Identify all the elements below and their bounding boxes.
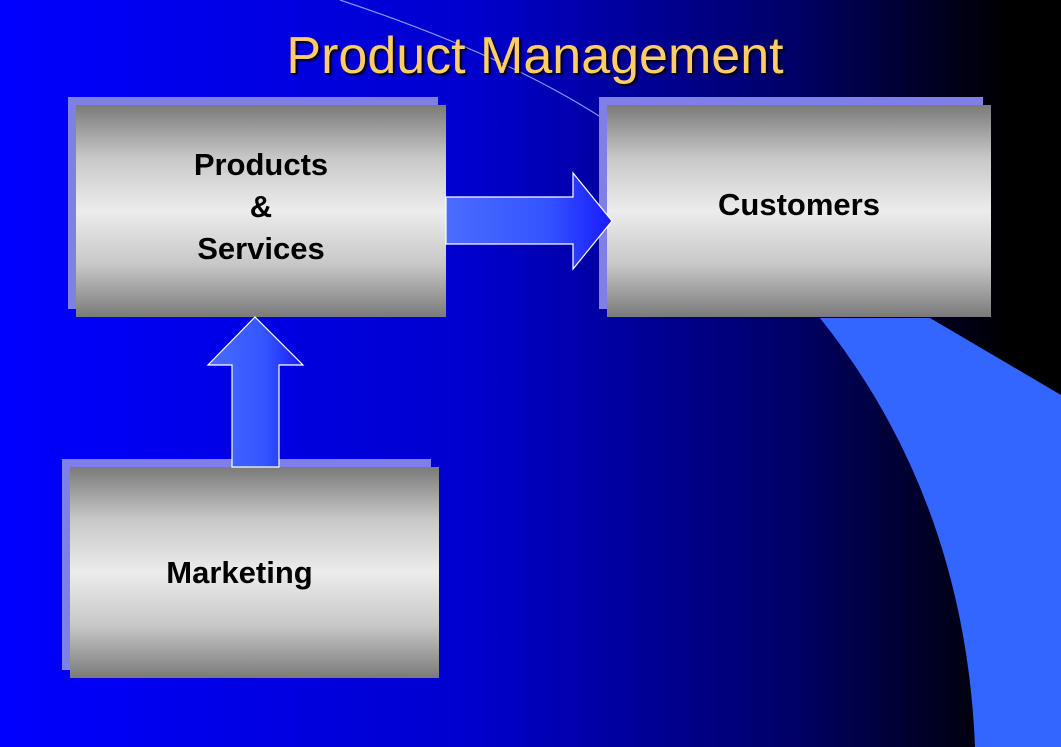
marketing-box: Marketing: [70, 467, 439, 678]
decorative-crescent: [820, 318, 1061, 747]
box-label-line: Services: [197, 231, 325, 266]
right-arrow-icon: [445, 171, 613, 271]
box-label-line: Products: [193, 147, 329, 182]
up-arrow-icon: [206, 316, 305, 468]
decorative-curve-line: [339, 0, 621, 131]
box-label: Marketing: [166, 554, 313, 590]
products-services-box: Products & Services: [76, 105, 446, 317]
box-label: Customers: [718, 187, 880, 222]
customers-box: Customers: [607, 105, 991, 317]
slide-title: Product Management: [286, 27, 784, 85]
box-label-line: &: [249, 189, 273, 224]
